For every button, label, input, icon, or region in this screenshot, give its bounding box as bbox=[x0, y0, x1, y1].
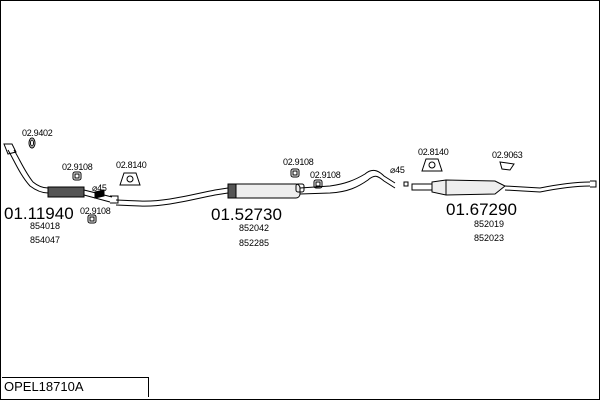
drawing-code: OPEL18710A bbox=[4, 379, 84, 394]
rubber-hanger-icon bbox=[499, 161, 515, 171]
ref-number: 854018 bbox=[30, 221, 60, 231]
ref-number: 852042 bbox=[239, 223, 269, 233]
fitting-label: 02.9108 bbox=[80, 206, 111, 216]
rear-section bbox=[411, 179, 597, 196]
centre-section bbox=[115, 169, 396, 207]
bracket-icon bbox=[119, 172, 141, 186]
clamp-icon bbox=[94, 189, 105, 199]
rubber-hanger-icon bbox=[290, 168, 300, 178]
gasket-icon bbox=[28, 137, 36, 149]
part-number: 01.11940 bbox=[4, 204, 74, 223]
front-downpipe bbox=[3, 143, 119, 204]
ref-number: 852285 bbox=[239, 238, 269, 248]
title-block bbox=[2, 377, 149, 397]
clamp-icon bbox=[403, 181, 409, 187]
fitting-label: ⌀45 bbox=[390, 165, 405, 175]
bracket-icon bbox=[421, 158, 443, 172]
part-number: 01.67290 bbox=[446, 200, 517, 219]
ref-number: 852019 bbox=[474, 219, 504, 229]
fitting-label: 02.9063 bbox=[492, 150, 523, 160]
fitting-label: ⌀45 bbox=[92, 183, 107, 193]
ref-number: 852023 bbox=[474, 233, 504, 243]
rubber-hanger-icon bbox=[87, 214, 97, 224]
rubber-hanger-icon bbox=[313, 179, 323, 189]
fitting-label: 02.9402 bbox=[22, 128, 53, 138]
part-number: 01.52730 bbox=[211, 205, 282, 224]
fitting-label: 02.8140 bbox=[116, 160, 147, 170]
rubber-hanger-icon bbox=[72, 171, 82, 181]
rubber-hanger-icon bbox=[295, 183, 305, 193]
fitting-label: 02.8140 bbox=[418, 147, 449, 157]
fitting-label: 02.9108 bbox=[310, 170, 341, 180]
fitting-label: 02.9108 bbox=[62, 162, 93, 172]
fitting-label: 02.9108 bbox=[283, 157, 314, 167]
ref-number: 854047 bbox=[30, 235, 60, 245]
